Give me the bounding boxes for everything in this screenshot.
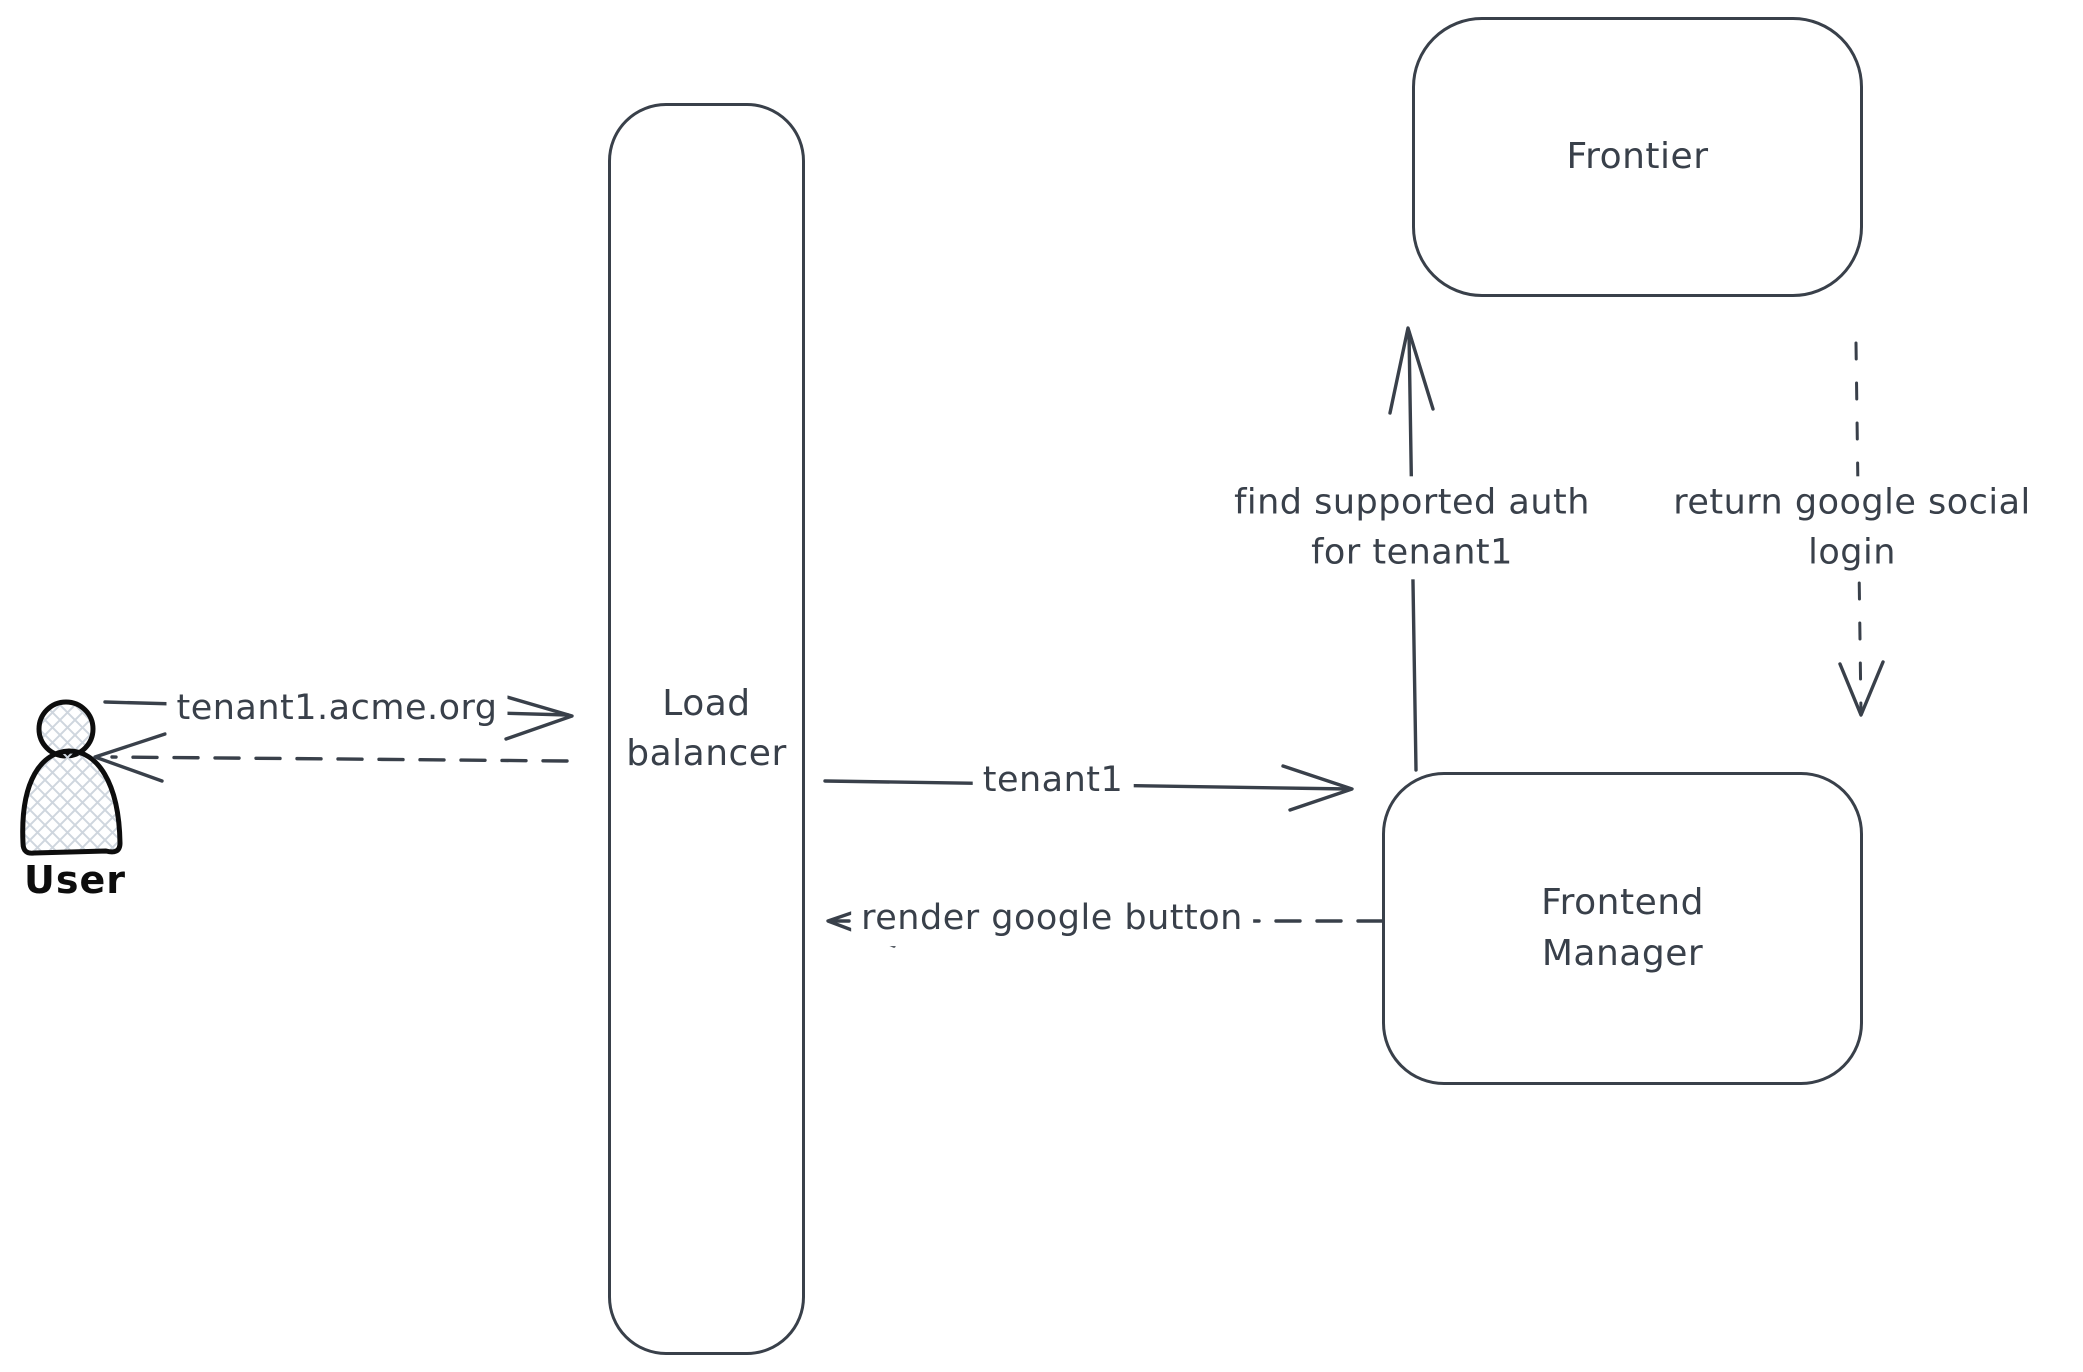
- frontend-manager-label-line1: Frontend: [1541, 882, 1704, 924]
- frontend-manager-label: Frontend Manager: [1541, 878, 1704, 979]
- arrow-label-render-google-button: render google button: [851, 892, 1253, 946]
- node-frontend-manager: Frontend Manager: [1382, 772, 1863, 1085]
- arrowhead-right-icon: [498, 693, 574, 741]
- arrow-label-find-supported-auth-line1: find supported auth: [1234, 482, 1590, 523]
- arrowhead-up-icon: [1388, 326, 1435, 415]
- user-body: [20, 748, 123, 856]
- arrow-label-tenant1: tenant1: [972, 754, 1134, 808]
- user-figure-icon: [20, 699, 123, 856]
- user-label: User: [24, 858, 126, 902]
- arrowhead-left-icon: [93, 732, 167, 783]
- arrow-label-tenant1-acme-org: tenant1.acme.org: [166, 682, 508, 736]
- arrowhead-right-icon: [1281, 764, 1354, 812]
- arrow-line: [110, 755, 569, 763]
- arrowhead-down-icon: [1838, 660, 1885, 717]
- arrow-label-find-supported-auth-line2: for tenant1: [1311, 532, 1513, 572]
- node-frontier: Frontier: [1412, 17, 1863, 297]
- user-head: [36, 699, 96, 759]
- arrow-load-balancer-to-user: [93, 732, 569, 783]
- load-balancer-label-line1: Load: [662, 682, 751, 724]
- frontier-label: Frontier: [1566, 135, 1709, 177]
- arrow-frontier-to-frontend-manager: [1838, 341, 1885, 717]
- arrow-label-return-google-social-login: return google social login: [1663, 476, 2041, 580]
- arrow-label-return-google-social-line1: return google social: [1673, 482, 2031, 523]
- load-balancer-label: Load balancer: [626, 679, 787, 780]
- arrow-label-find-supported-auth: find supported auth for tenant1: [1224, 476, 1600, 580]
- frontend-manager-label-line2: Manager: [1541, 932, 1704, 974]
- load-balancer-label-line2: balancer: [626, 733, 787, 774]
- arrow-label-return-google-social-line2: login: [1808, 532, 1896, 572]
- node-load-balancer: Load balancer: [608, 103, 805, 1355]
